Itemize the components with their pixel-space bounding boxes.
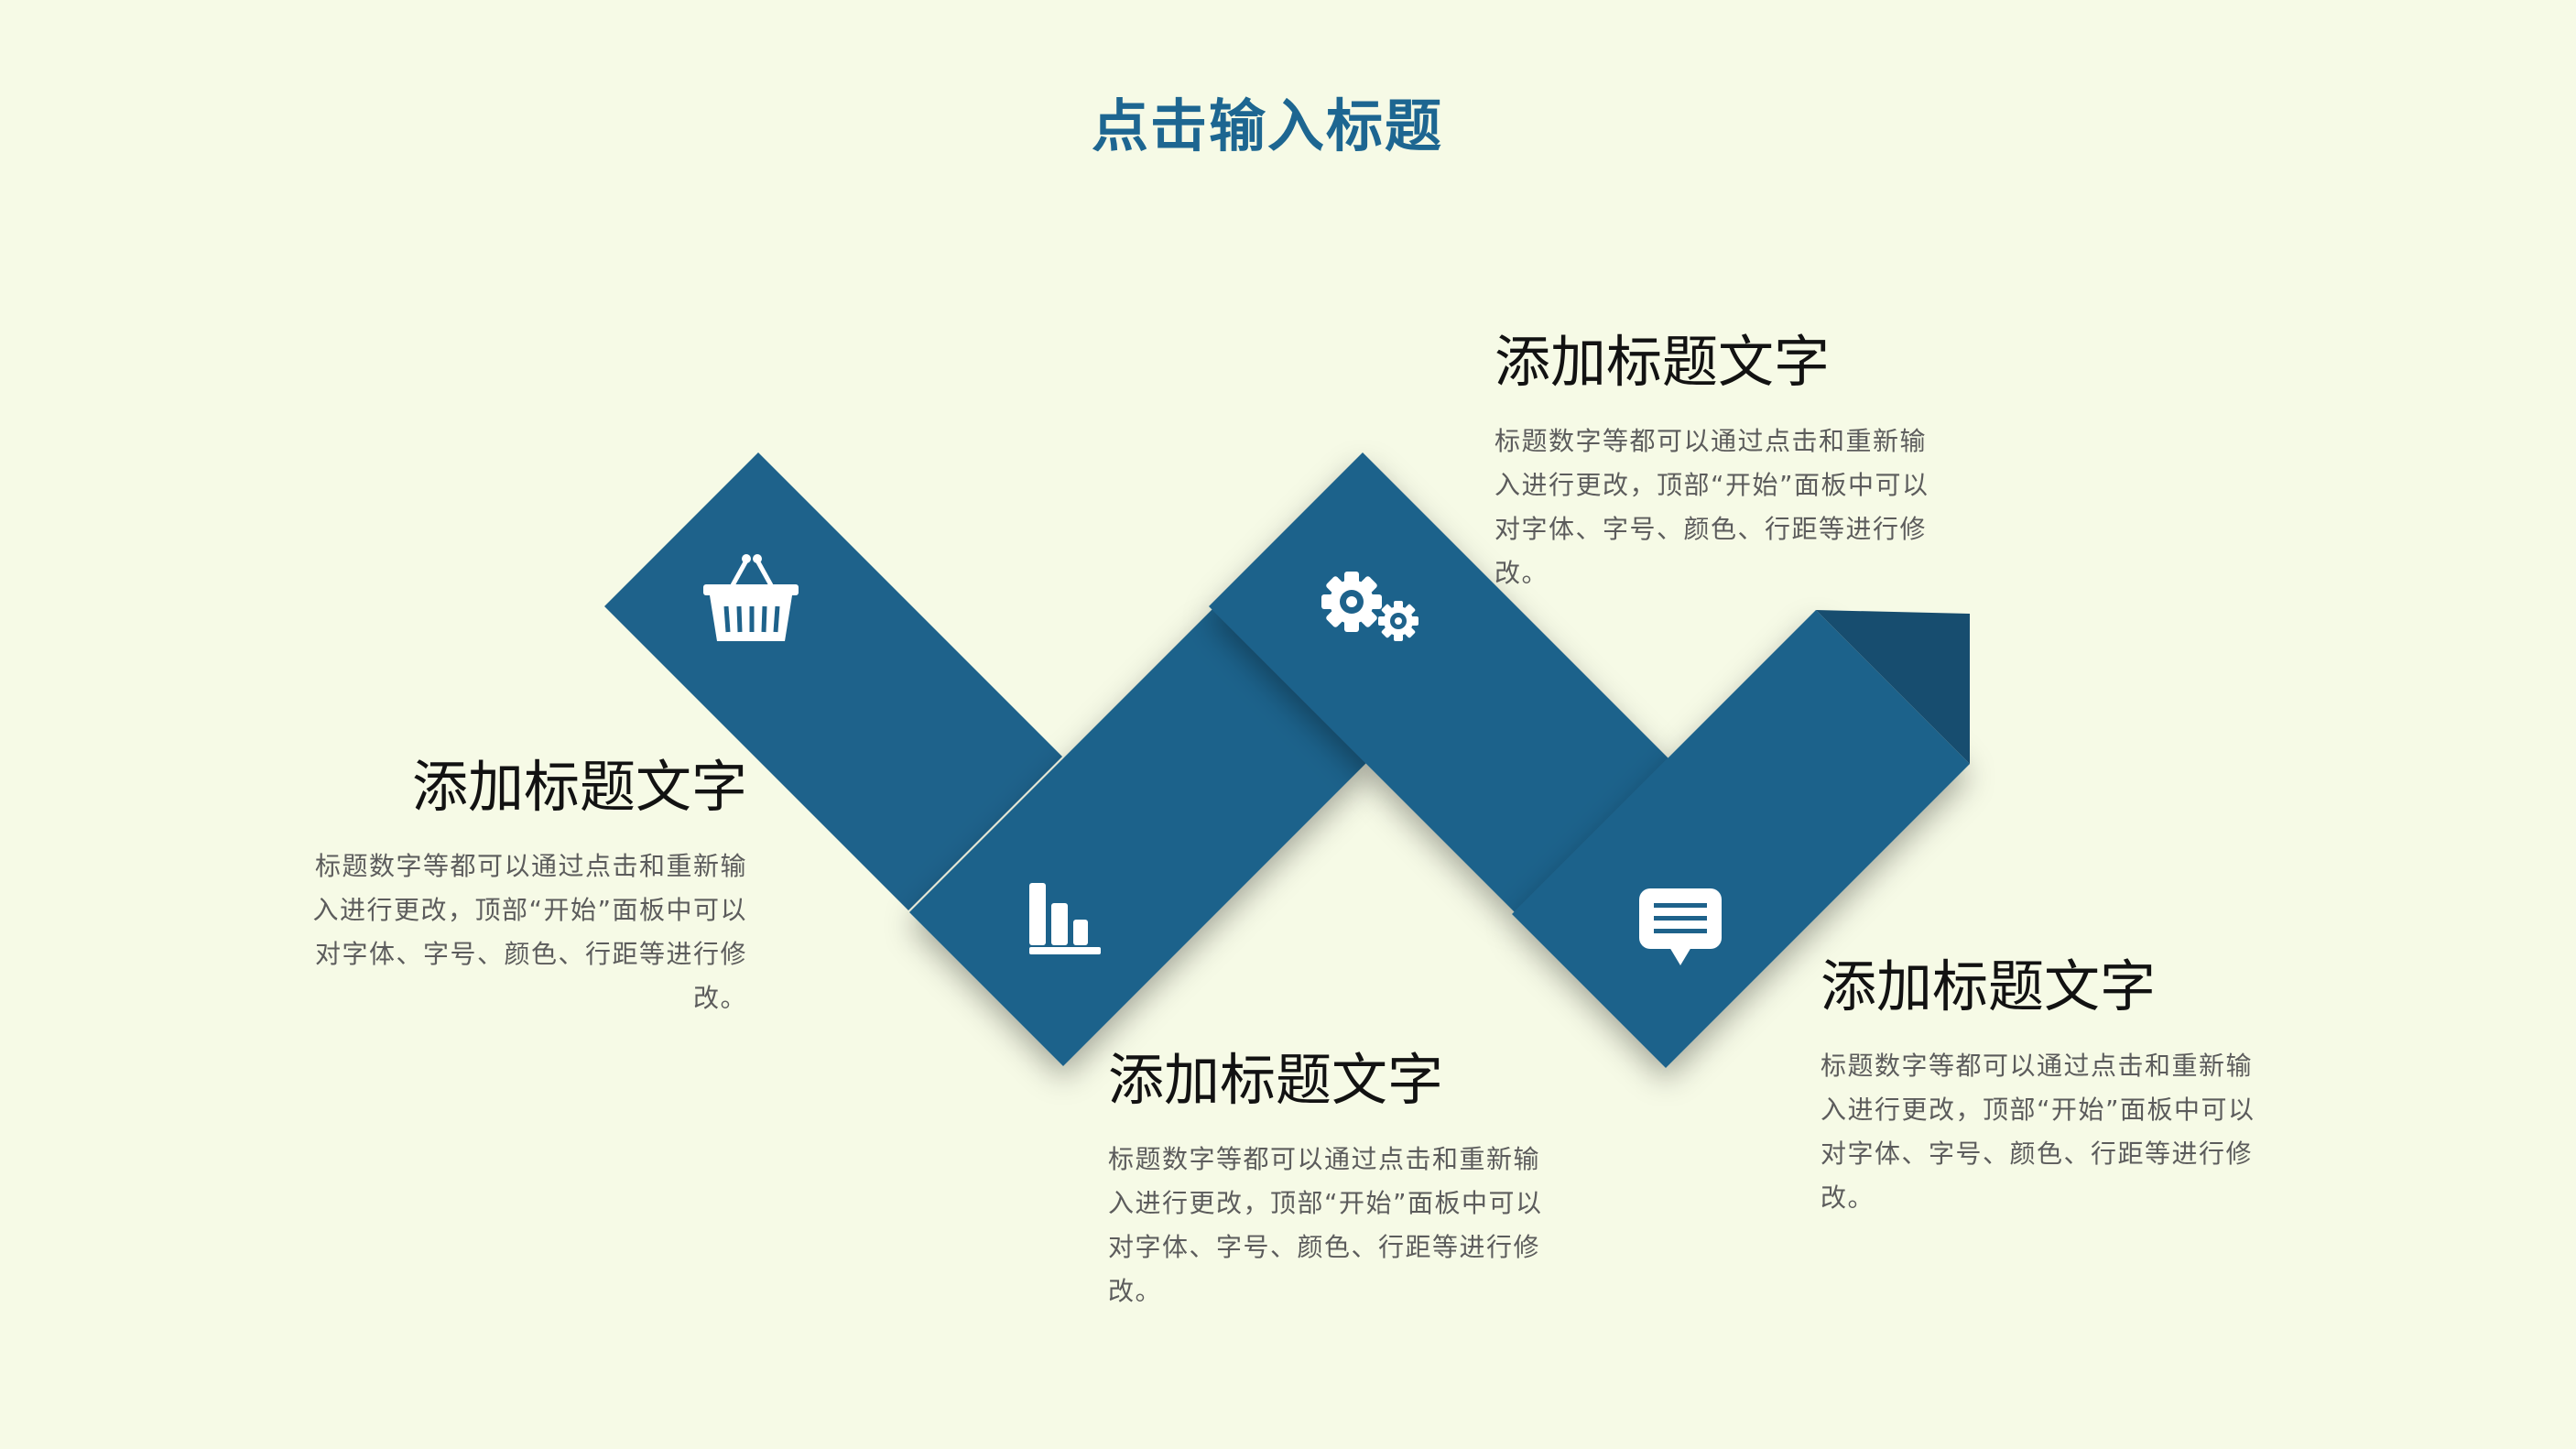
- bar-chart-icon: [1029, 883, 1101, 954]
- block-description[interactable]: 标题数字等都可以通过点击和重新输入进行更改，顶部“开始”面板中可以对字体、字号、…: [312, 851, 747, 1013]
- block-title[interactable]: 添加标题文字: [1108, 1048, 1444, 1113]
- ribbon-segment-4: [1512, 610, 1970, 1068]
- block-description[interactable]: 标题数字等都可以通过点击和重新输入进行更改，顶部“开始”面板中可以对字体、字号、…: [1821, 1051, 2255, 1213]
- ribbon-segment-3: [1209, 452, 1668, 912]
- block-description[interactable]: 标题数字等都可以通过点击和重新输入进行更改，顶部“开始”面板中可以对字体、字号、…: [1108, 1144, 1543, 1306]
- gears-icon: [1321, 572, 1418, 641]
- block-title[interactable]: 添加标题文字: [1495, 330, 1831, 395]
- page-title: 点击输入标题: [1091, 93, 1443, 159]
- text-block-3: 添加标题文字 标题数字等都可以通过点击和重新输入进行更改，顶部“开始”面板中可以…: [1495, 326, 1952, 595]
- text-block-1: 添加标题文字 标题数字等都可以通过点击和重新输入进行更改，顶部“开始”面板中可以…: [271, 751, 747, 1020]
- block-title[interactable]: 添加标题文字: [1821, 954, 2157, 1019]
- text-block-2: 添加标题文字 标题数字等都可以通过点击和重新输入进行更改，顶部“开始”面板中可以…: [1108, 1044, 1566, 1313]
- ribbon-end-fold: [1816, 610, 1970, 764]
- block-title[interactable]: 添加标题文字: [411, 755, 747, 820]
- text-block-4: 添加标题文字 标题数字等都可以通过点击和重新输入进行更改，顶部“开始”面板中可以…: [1821, 951, 2278, 1220]
- ribbon-segment-1: [604, 452, 1062, 910]
- block-description[interactable]: 标题数字等都可以通过点击和重新输入进行更改，顶部“开始”面板中可以对字体、字号、…: [1495, 426, 1929, 588]
- ribbon-segment-2: [909, 608, 1367, 1066]
- chat-bubble-icon: [1639, 888, 1722, 965]
- shopping-basket-icon: [703, 554, 799, 641]
